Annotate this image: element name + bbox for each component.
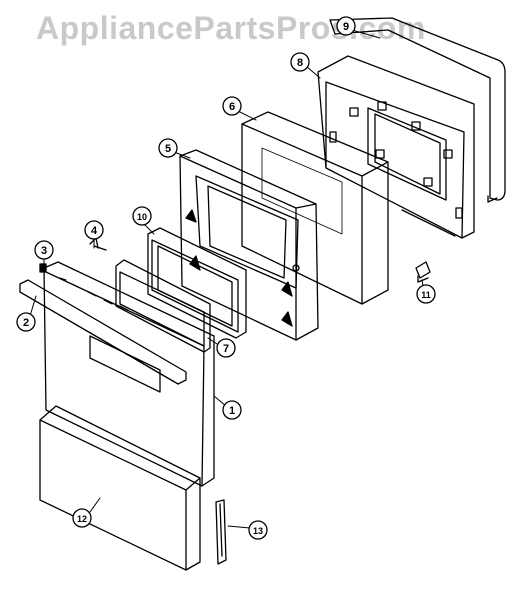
callout-label: 9 — [343, 21, 349, 33]
callout-label: 3 — [41, 245, 47, 257]
callout-label: 13 — [253, 526, 263, 536]
callout-label: 12 — [77, 514, 87, 524]
watermark: AppliancePartsPros.com — [36, 10, 426, 46]
callout-label: 7 — [223, 343, 229, 355]
glass-frame-part — [115, 259, 211, 353]
callout-5: 5 — [158, 138, 178, 158]
callout-label: 1 — [229, 405, 235, 417]
clip-part — [39, 263, 47, 273]
callout-label: 5 — [165, 143, 171, 155]
bracket-part — [415, 261, 431, 283]
door-handle-part — [19, 279, 187, 385]
callout-label: 4 — [91, 225, 98, 237]
callout-6: 6 — [222, 96, 242, 116]
callout-2: 2 — [16, 312, 36, 332]
callout-8: 8 — [290, 52, 310, 72]
callout-label: 6 — [229, 101, 235, 113]
callout-label: 2 — [23, 317, 29, 329]
callout-11: 11 — [416, 284, 436, 304]
inner-door-panel-part — [317, 55, 475, 239]
door-gasket-part — [329, 17, 506, 203]
callout-label: 10 — [137, 212, 147, 222]
callout-3: 3 — [34, 240, 54, 260]
screw-part — [89, 237, 107, 251]
callout-label: 8 — [297, 57, 303, 69]
callout-12: 12 — [72, 508, 92, 528]
outer-door-panel-part — [43, 261, 215, 487]
trim-strip-part — [215, 499, 227, 565]
callout-label: 11 — [421, 290, 431, 300]
callout-7: 7 — [216, 338, 236, 358]
insulation-block-part — [241, 111, 389, 305]
door-liner-part — [179, 149, 319, 341]
leader-lines — [29, 29, 425, 529]
glass-pack-part — [147, 227, 247, 339]
callout-9: 9 — [336, 16, 356, 36]
callout-1: 1 — [222, 400, 242, 420]
callout-10: 10 — [132, 206, 152, 226]
callout-4: 4 — [84, 220, 104, 240]
drawer-front-part — [39, 405, 201, 571]
callout-13: 13 — [248, 520, 268, 540]
